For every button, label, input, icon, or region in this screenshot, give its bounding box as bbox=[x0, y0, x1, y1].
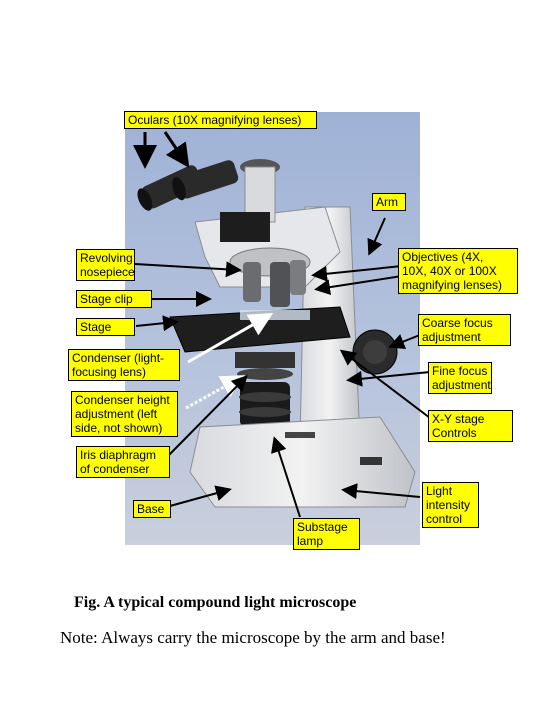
microscope-photo bbox=[125, 112, 420, 545]
label-arm: Arm bbox=[372, 193, 406, 211]
light-intensity-arrow bbox=[341, 483, 421, 500]
label-condenser-height: Condenser height adjustment (left side, … bbox=[71, 391, 178, 437]
xy-stage-arrow bbox=[339, 349, 431, 419]
label-oculars: Oculars (10X magnifying lenses) bbox=[124, 111, 317, 129]
objectives-arrow-upper bbox=[311, 265, 403, 282]
stage-arrow bbox=[135, 315, 179, 332]
label-light-intensity: Light intensity control bbox=[422, 482, 479, 528]
substage-lamp-arrow bbox=[271, 436, 301, 518]
label-iris-diaphragm: Iris diaphragm of condenser bbox=[76, 446, 170, 478]
label-substage-lamp: Substage lamp bbox=[293, 518, 360, 550]
label-base: Base bbox=[133, 500, 171, 518]
label-revolving-nosepiece: Revolving nosepiece bbox=[76, 249, 135, 281]
label-stage: Stage bbox=[76, 318, 135, 336]
nosepiece-arrow bbox=[134, 261, 242, 278]
label-fine-focus: Fine focus adjustment bbox=[428, 362, 492, 394]
condenser-height-arrow bbox=[185, 375, 246, 410]
figure-note: Note: Always carry the microscope by the… bbox=[60, 628, 446, 647]
label-condenser: Condenser (light- focusing lens) bbox=[68, 349, 180, 381]
oculars-arrow-right bbox=[163, 131, 190, 168]
arm-arrow bbox=[367, 217, 386, 256]
base-arrow bbox=[169, 485, 232, 507]
label-stage-clip: Stage clip bbox=[76, 290, 152, 308]
figure-caption: Fig. A typical compound light microscope bbox=[74, 594, 357, 611]
label-xy-stage: X-Y stage Controls bbox=[428, 410, 513, 442]
fine-focus-arrow bbox=[346, 370, 431, 387]
objectives-arrow-lower bbox=[314, 275, 403, 296]
label-objectives: Objectives (4X, 10X, 40X or 100X magnify… bbox=[398, 248, 518, 294]
iris-arrow bbox=[167, 375, 248, 457]
condenser-arrow bbox=[187, 313, 274, 364]
label-coarse-focus: Coarse focus adjustment bbox=[418, 314, 511, 346]
